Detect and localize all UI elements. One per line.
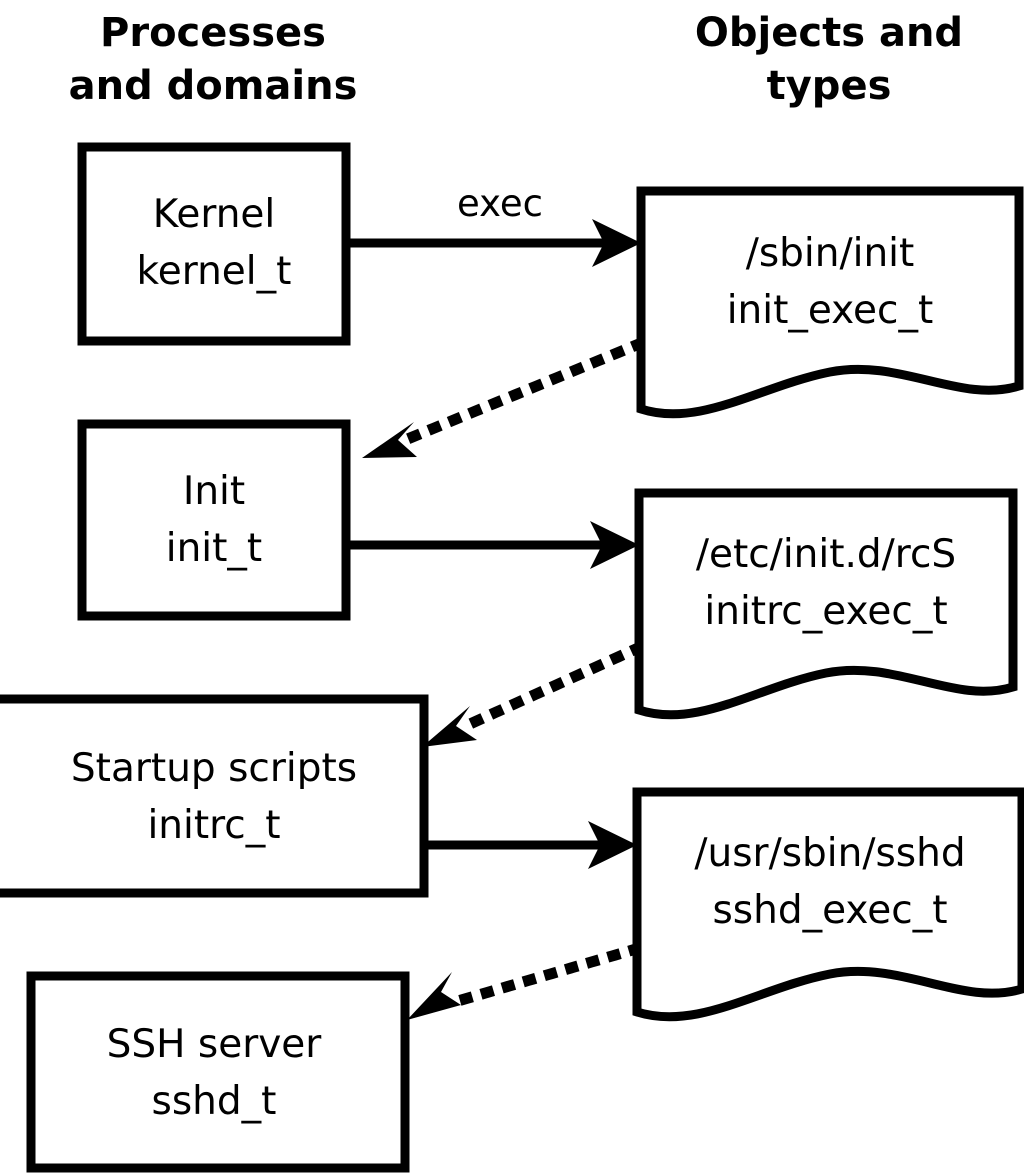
edge-kernel-exec-init-arrowhead	[592, 219, 641, 267]
edge-initrc-exec-sshd-arrowhead	[588, 821, 637, 869]
edge-sshd-transition-arrowhead	[407, 972, 461, 1020]
node-etc-initd-rcs-document-shape[interactable]	[634, 488, 1018, 720]
edge-initrc-transition	[422, 640, 646, 747]
node-sbin-init[interactable]: /sbin/init init_exec_t	[636, 186, 1024, 419]
node-startup-scripts-box[interactable]	[0, 694, 429, 898]
node-ssh-server-line2: sshd_t	[152, 1079, 277, 1124]
node-usr-sbin-sshd-line1: /usr/sbin/sshd	[694, 831, 965, 876]
edge-init-exec-rcs	[350, 521, 639, 569]
node-etc-initd-rcs-line1: /etc/init.d/rcS	[696, 532, 956, 577]
node-ssh-server[interactable]: SSH server sshd_t	[26, 971, 410, 1173]
edge-initrc-exec-sshd	[428, 821, 637, 869]
node-init-line1: Init	[183, 469, 245, 514]
node-kernel[interactable]: Kernel kernel_t	[77, 142, 351, 346]
edge-sshd-transition	[407, 942, 643, 1020]
node-etc-initd-rcs-line2: initrc_exec_t	[704, 589, 947, 634]
column-header-objects-line1: Objects and	[695, 10, 963, 56]
column-header-processes-line2: and domains	[69, 63, 358, 109]
node-ssh-server-box[interactable]	[26, 971, 410, 1173]
node-startup-scripts-line2: initrc_t	[147, 803, 280, 848]
edge-kernel-exec-init: exec	[350, 182, 641, 267]
node-kernel-box[interactable]	[77, 142, 351, 346]
edge-label-exec: exec	[457, 182, 543, 225]
edge-initrc-transition-line	[462, 640, 646, 732]
node-init-box[interactable]	[77, 419, 351, 621]
node-usr-sbin-sshd[interactable]: /usr/sbin/sshd sshd_exec_t	[632, 787, 1024, 1022]
node-sbin-init-document-shape[interactable]	[636, 186, 1024, 419]
edge-init-exec-rcs-arrowhead	[590, 521, 639, 569]
column-header-processes-line1: Processes	[100, 10, 326, 56]
column-header-processes: Processes and domains	[69, 10, 358, 109]
node-usr-sbin-sshd-line2: sshd_exec_t	[712, 888, 947, 933]
node-usr-sbin-sshd-document-shape[interactable]	[632, 787, 1024, 1022]
column-header-objects-line2: types	[767, 63, 892, 109]
column-header-objects: Objects and types	[695, 10, 963, 109]
node-etc-initd-rcs[interactable]: /etc/init.d/rcS initrc_exec_t	[634, 488, 1018, 720]
edge-sshd-transition-line	[451, 942, 643, 1008]
node-sbin-init-line1: /sbin/init	[746, 231, 915, 276]
node-sbin-init-line2: init_exec_t	[727, 288, 934, 333]
node-kernel-line1: Kernel	[153, 192, 276, 237]
node-init[interactable]: Init init_t	[77, 419, 351, 621]
edge-init-exec-transition	[362, 336, 647, 458]
edge-initrc-transition-arrowhead	[422, 706, 477, 747]
node-init-line2: init_t	[166, 526, 262, 571]
node-startup-scripts-line1: Startup scripts	[71, 746, 357, 791]
edge-init-exec-transition-line	[402, 336, 647, 446]
node-ssh-server-line1: SSH server	[107, 1022, 323, 1067]
edge-init-exec-transition-arrowhead	[362, 422, 417, 458]
node-startup-scripts[interactable]: Startup scripts initrc_t	[0, 694, 429, 898]
node-kernel-line2: kernel_t	[137, 249, 292, 294]
